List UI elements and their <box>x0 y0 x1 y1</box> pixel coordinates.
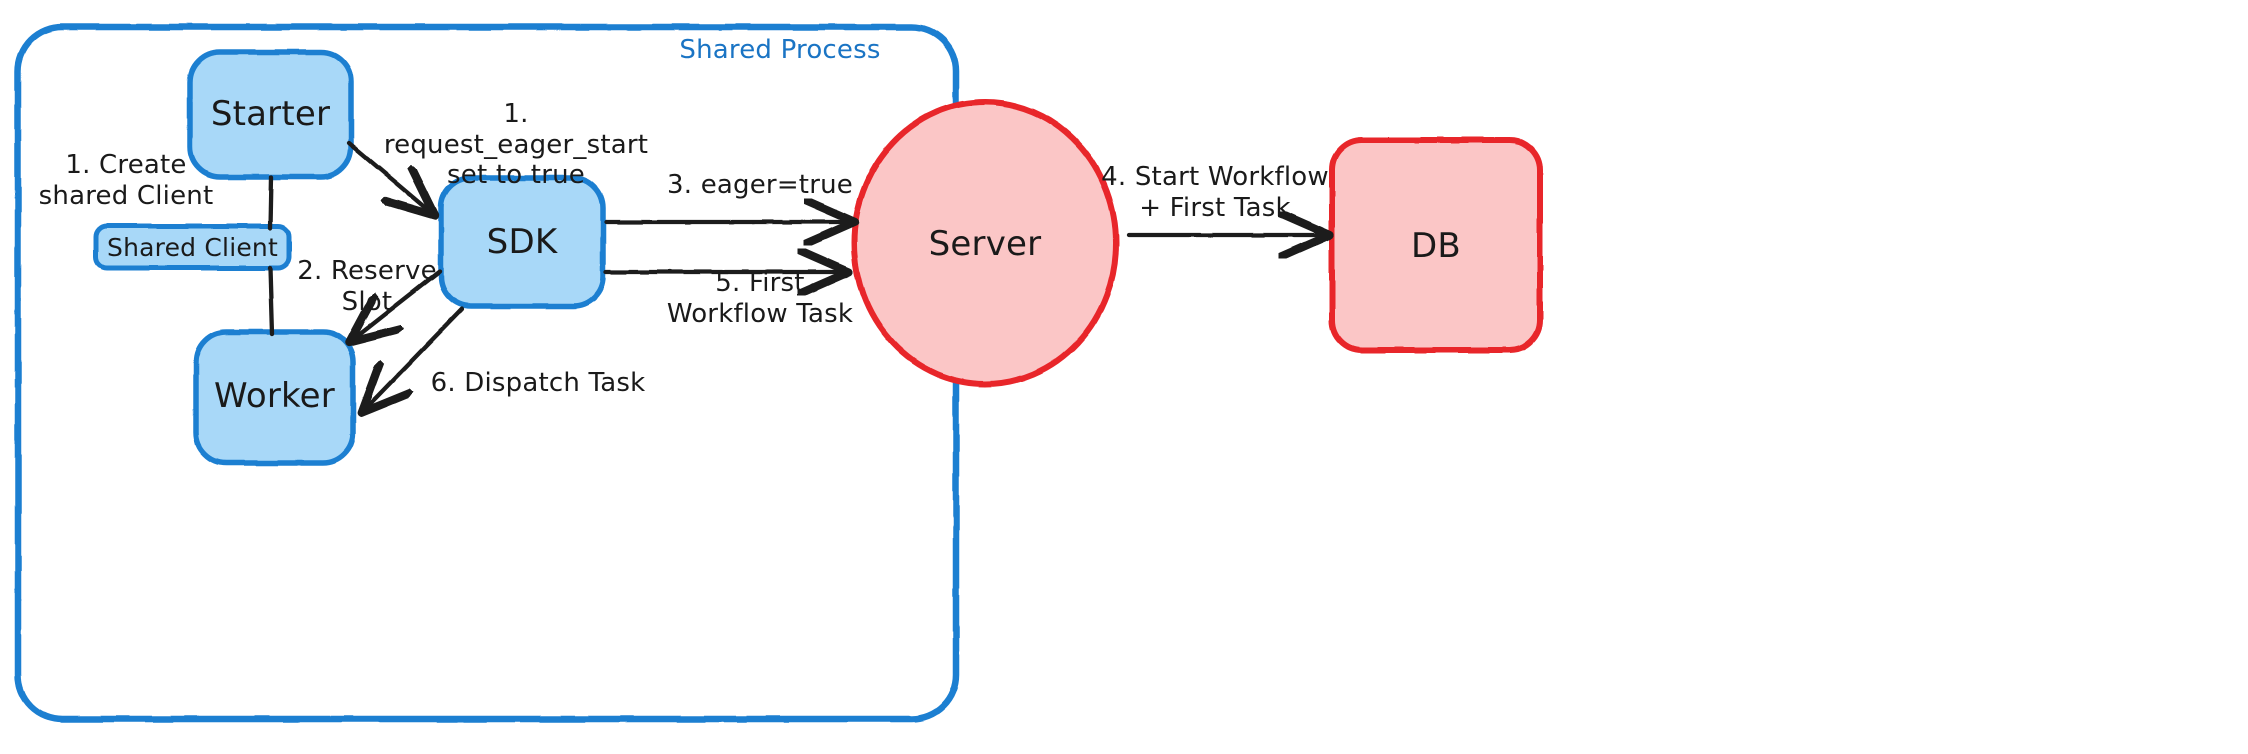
node-shape-worker[interactable] <box>193 329 356 466</box>
node-server[interactable] <box>854 102 1116 384</box>
edge-sdk-worker-reserve <box>352 268 443 340</box>
edge-starter-sdk <box>346 140 432 213</box>
node-shape-shared-client[interactable] <box>93 223 292 271</box>
node-sdk[interactable] <box>441 178 603 306</box>
node-worker[interactable] <box>196 332 353 463</box>
node-shared-client[interactable] <box>96 226 289 268</box>
node-db[interactable] <box>1332 140 1540 350</box>
edge-shared-client-worker <box>267 265 275 337</box>
edge-starter-shared-client <box>267 174 274 231</box>
node-starter[interactable] <box>190 52 351 177</box>
group-shared-process <box>14 23 960 723</box>
edge-sdk-worker-dispatch <box>364 306 465 410</box>
node-shape-sdk[interactable] <box>438 175 606 309</box>
